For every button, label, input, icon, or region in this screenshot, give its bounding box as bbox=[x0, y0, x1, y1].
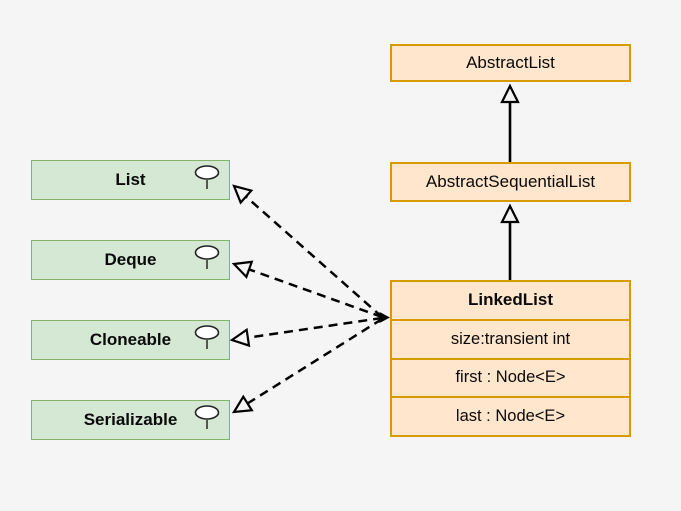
pin-icon bbox=[194, 405, 220, 429]
class-field-last: last : Node<E> bbox=[392, 396, 629, 435]
interface-name: Serializable bbox=[83, 410, 178, 429]
realization-arrow-linkedlist-to-cloneable bbox=[229, 316, 383, 348]
class-name: AbstractSequentialList bbox=[425, 172, 596, 191]
convergence-arrowhead bbox=[379, 312, 390, 323]
class-name: LinkedList bbox=[467, 290, 553, 310]
interface-name: Deque bbox=[104, 250, 157, 269]
pin-icon bbox=[194, 245, 220, 269]
interface-box-serializable: Serializable bbox=[31, 400, 230, 440]
realization-arrow-linkedlist-to-deque bbox=[231, 260, 383, 319]
interface-name: Cloneable bbox=[89, 330, 172, 349]
realization-arrow-linkedlist-to-list bbox=[232, 184, 383, 318]
class-box-linkedlist: LinkedList size:transient int first : No… bbox=[390, 280, 631, 437]
interface-box-deque: Deque bbox=[31, 240, 230, 280]
interface-name: List bbox=[115, 170, 146, 189]
class-name: AbstractList bbox=[466, 53, 555, 72]
pin-icon bbox=[194, 325, 220, 349]
class-box-abstractsequentiallist: AbstractSequentialList bbox=[390, 162, 631, 202]
realization-arrow-linkedlist-to-serializable bbox=[231, 317, 383, 414]
interface-box-cloneable: Cloneable bbox=[31, 320, 230, 360]
class-field-size: size:transient int bbox=[392, 318, 629, 358]
class-field-first: first : Node<E> bbox=[392, 357, 629, 397]
interface-box-list: List bbox=[31, 160, 230, 200]
pin-icon bbox=[194, 165, 220, 189]
class-box-abstractlist: AbstractList bbox=[390, 44, 631, 82]
